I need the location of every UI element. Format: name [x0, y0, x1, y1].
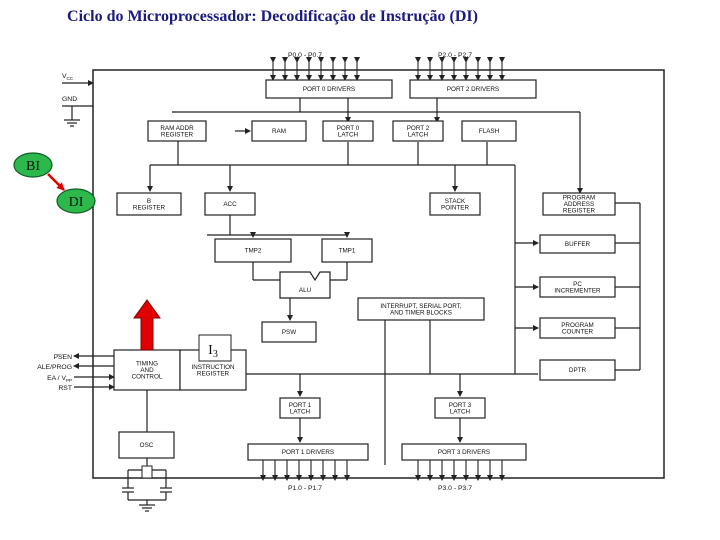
program-address-register-label: REGISTER	[563, 208, 596, 215]
svg-text:I3: I3	[208, 343, 218, 360]
chip-boundary	[92, 69, 665, 479]
instruction-register-label: INSTRUCTION	[191, 364, 234, 371]
port3-drivers-label: PORT 3 DRIVERS	[438, 449, 490, 456]
timing-control-label: CONTROL	[132, 374, 163, 381]
bi-to-di-arrow	[47, 173, 65, 191]
port3-latch-label: LATCH	[450, 408, 471, 415]
interrupt-blocks-block: INTERRUPT, SERIAL PORT,AND TIMER BLOCKS	[357, 297, 485, 321]
port3-drivers-block: PORT 3 DRIVERS	[401, 443, 527, 461]
acc-label: ACC	[223, 201, 237, 208]
instruction-register-label: REGISTER	[197, 370, 230, 377]
osc-block: OSC	[118, 431, 175, 459]
stage-bi: BI	[13, 152, 53, 178]
tmp2-block: TMP2	[214, 238, 292, 263]
psw-block: PSW	[261, 321, 317, 343]
port0-latch-label: LATCH	[338, 131, 359, 138]
interrupt-blocks-label: AND TIMER BLOCKS	[390, 309, 452, 316]
pc-incrementer-label: INCREMENTER	[554, 287, 601, 294]
buffer-block: BUFFER	[539, 234, 616, 254]
tmp1-block: TMP1	[321, 238, 373, 263]
osc-label: OSC	[140, 442, 154, 449]
dptr-block: DPTR	[539, 359, 616, 381]
port2-drivers-label: PORT 2 DRIVERS	[447, 86, 499, 93]
port1-drivers-label: PORT 1 DRIVERS	[282, 449, 334, 456]
ram-label: RAM	[272, 128, 286, 135]
ram-block: RAM	[251, 120, 307, 142]
p0-pins-label: P0.0 - P0.7	[288, 52, 322, 59]
program-counter-label: PROGRAM	[561, 322, 594, 329]
program-counter-label: COUNTER	[562, 328, 594, 335]
port1-latch-label: LATCH	[290, 408, 311, 415]
timing-control-label: TIMING	[136, 361, 158, 368]
internal-wiring	[73, 98, 641, 512]
port3-latch-label: PORT 3	[449, 402, 472, 409]
port1-drivers-block: PORT 1 DRIVERS	[247, 443, 369, 461]
port0-drivers-label: PORT 0 DRIVERS	[303, 86, 355, 93]
tmp2-label: TMP2	[245, 248, 262, 255]
port1-latch-label: PORT 1	[289, 402, 312, 409]
acc-block: ACC	[204, 192, 256, 216]
page-title: Ciclo do Microprocessador: Decodificação…	[67, 8, 478, 25]
gnd-label: GND	[62, 96, 77, 103]
alu-label: ALU	[299, 287, 312, 294]
alu-block	[279, 271, 331, 299]
svg-text:DI: DI	[69, 195, 84, 210]
ea-vpp-pin-label: EA / VPP	[47, 375, 72, 383]
port0-drivers-block: PORT 0 DRIVERS	[265, 79, 393, 99]
p1-pins-label: P1.0 - P1.7	[288, 485, 322, 492]
program-address-register-label: PROGRAM	[563, 195, 596, 202]
vcc-label: VCC	[62, 73, 74, 81]
ram-addr-register-label: REGISTER	[161, 131, 194, 138]
port-pin-arrows	[260, 57, 505, 481]
interrupt-blocks-label: INTERRUPT, SERIAL PORT,	[380, 303, 461, 310]
ale-prog-pin-label: ALE/PROG	[37, 364, 72, 371]
b-register-label: REGISTER	[133, 204, 166, 211]
port2-latch-label: LATCH	[408, 131, 429, 138]
stage-di: DI	[56, 188, 96, 214]
psw-label: PSW	[282, 329, 296, 336]
p3-pins-label: P3.0 - P3.7	[438, 485, 472, 492]
stack-pointer-label: POINTER	[441, 204, 469, 211]
rst-pin-label: RST	[58, 385, 72, 392]
pc-incrementer-label: PC	[573, 281, 582, 288]
buffer-label: BUFFER	[565, 241, 591, 248]
psen-pin-label: PSEN	[53, 354, 72, 361]
stack-pointer-label: STACK	[445, 198, 466, 205]
tmp1-label: TMP1	[339, 248, 356, 255]
svg-text:BI: BI	[26, 159, 40, 174]
port0-latch-label: PORT 0	[337, 125, 360, 132]
red-up-arrow-icon	[133, 299, 161, 351]
dptr-label: DPTR	[569, 367, 587, 374]
flash-block: FLASH	[461, 120, 517, 142]
flash-label: FLASH	[479, 128, 500, 135]
p2-pins-label: P2.0 - P2.7	[438, 52, 472, 59]
ram-addr-register-label: RAM ADDR	[160, 125, 194, 132]
b-register-label: B	[147, 198, 151, 205]
port2-drivers-block: PORT 2 DRIVERS	[409, 79, 537, 99]
stage-i3-label: I3	[198, 334, 232, 362]
port2-latch-label: PORT 2	[407, 125, 430, 132]
ground-symbol	[64, 119, 80, 127]
program-address-register-label: ADDRESS	[564, 201, 594, 208]
timing-control-label: AND	[140, 367, 154, 374]
